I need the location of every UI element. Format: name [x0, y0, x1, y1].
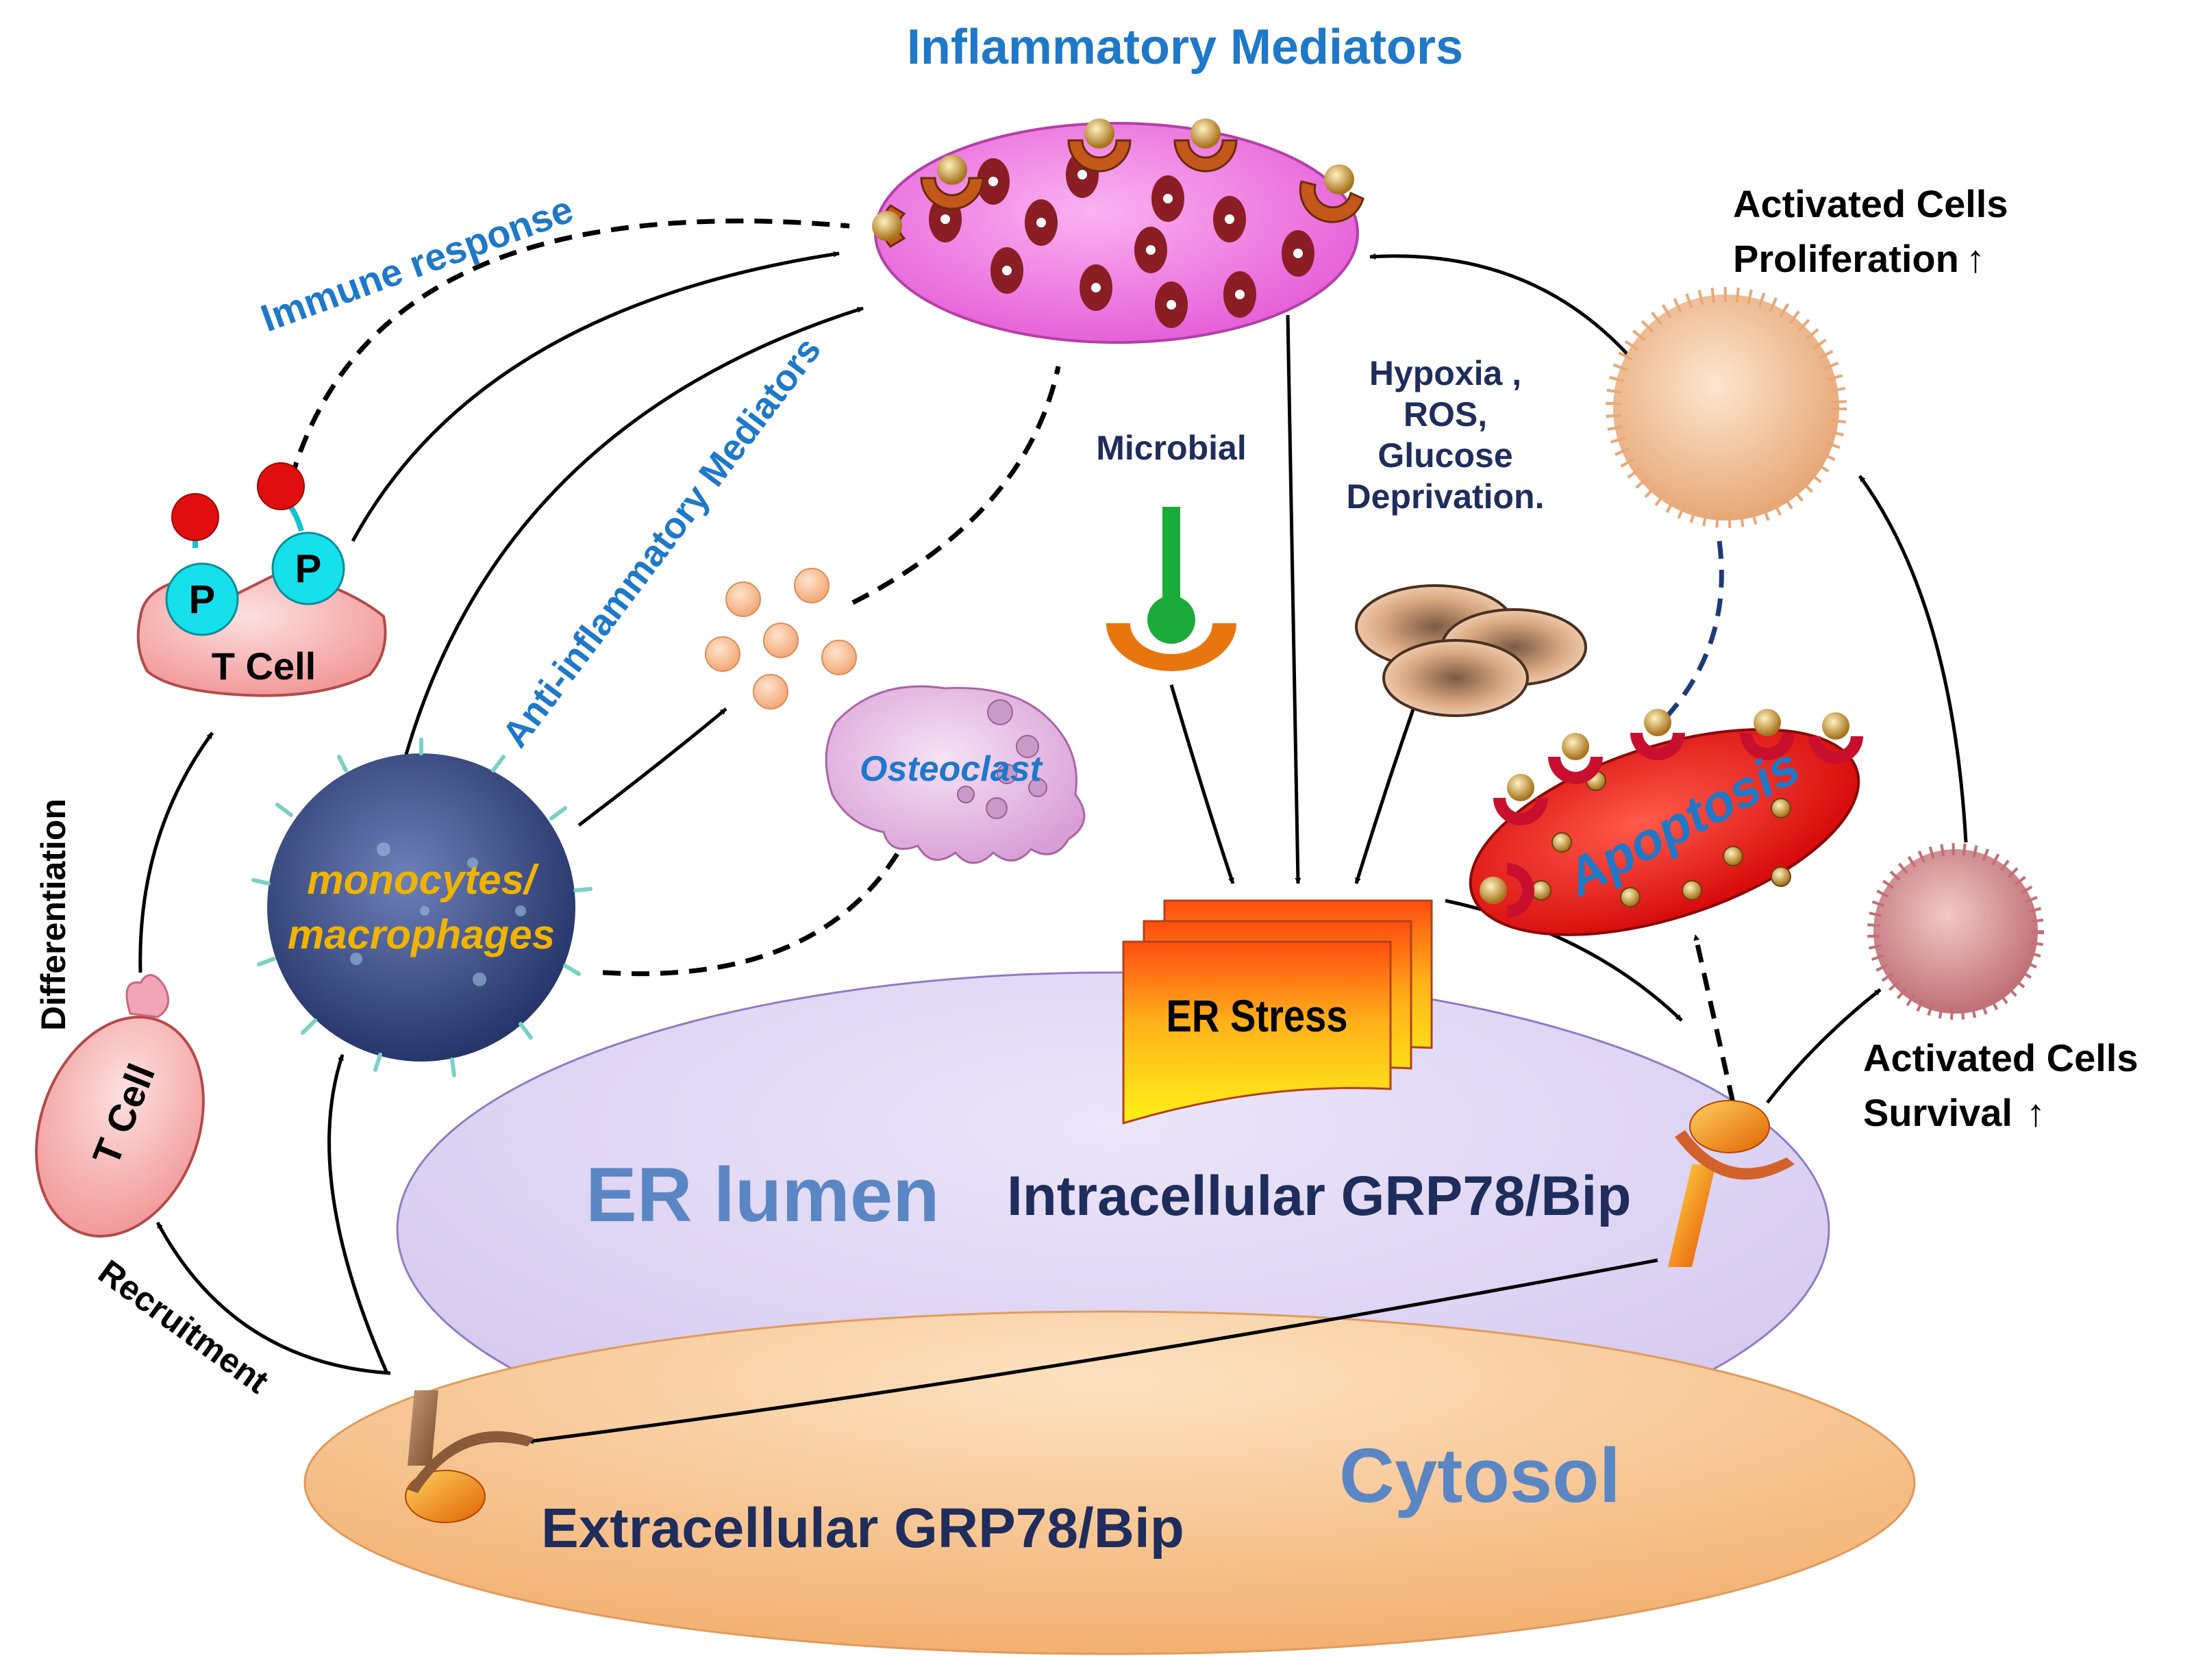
arrow-monocytes-to-particles [577, 707, 727, 827]
phospho-group-icon [271, 531, 345, 605]
arrow-intracellular-to-extracellular [527, 1258, 1658, 1444]
stress-factor-line: Hypoxia , [1369, 354, 1522, 392]
dashed-arrow-immune-response [288, 218, 850, 480]
differentiation-label: Differentiation [34, 799, 73, 1031]
intracellular-grp78-receptor-icon [1668, 1100, 1795, 1267]
cytosol-compartment [303, 1310, 1916, 1655]
receptor-bead-icon [1480, 863, 1534, 918]
t-cell-phosphorylated [136, 462, 387, 697]
receptor-bead-icon [1808, 712, 1863, 764]
activated-cell-proliferation [1606, 287, 1847, 528]
receptor-bead-icon [920, 155, 984, 210]
arrow-microbial-to-erstress [1169, 684, 1235, 884]
receptor-bead-icon [1630, 709, 1685, 760]
t-cell-top-label: T Cell [211, 644, 316, 688]
arrow-recruitment [155, 1221, 391, 1375]
dashed-arrow-particles-to-inflammatory [851, 366, 1061, 605]
activated-survival-line2: Survival [1863, 1091, 2012, 1134]
activated-survival-label: Activated Cells Survival ↑ [1863, 1031, 2185, 1140]
activated-survival-line1: Activated Cells [1863, 1036, 2139, 1079]
arrow-monocytes-to-inflammatory [399, 306, 864, 775]
receptor-bead-icon [1548, 733, 1603, 784]
apoptotic-cell [1469, 709, 1863, 936]
cytosol-label: Cytosol [1339, 1433, 1621, 1518]
arrow-hypoxia-to-erstress [1354, 705, 1417, 884]
extracellular-grp78-label: Extracellular GRP78/Bip [541, 1497, 1184, 1559]
phospho-label-right: P [295, 547, 322, 591]
extracellular-grp78-receptor-icon [405, 1390, 534, 1523]
monocyte-macrophage-cell [251, 738, 593, 1077]
dashed-arrow-monocytes-to-osteoclast [602, 841, 907, 977]
stress-factors-label: Hypoxia , ROS, Glucose Deprivation. [1301, 353, 1589, 517]
activated-proliferation-label: Activated Cells Proliferation↑ [1733, 177, 2117, 286]
intracellular-grp78-label: Intracellular GRP78/Bip [1007, 1165, 1632, 1227]
up-arrow-icon: ↑ [1965, 237, 1985, 280]
er-stress-label: ER Stress [1166, 990, 1348, 1041]
diagram-title: Inflammatory Mediators [906, 20, 1464, 75]
monocytes-label-line1: monocytes/ [307, 857, 539, 903]
arrow-survival-to-proliferation [1858, 475, 1968, 843]
activated-proliferation-line2: Proliferation [1733, 237, 1959, 280]
receptor-bead-icon [872, 204, 906, 248]
arrow-receptor-to-survival [1766, 988, 1882, 1104]
microbial-label: Microbial [1096, 429, 1247, 467]
arrow-proliferation-to-inflammatory [1369, 253, 1645, 375]
er-stress-block [1122, 899, 1433, 1125]
mediator-particles [705, 568, 857, 710]
activated-cell-survival [1867, 843, 2044, 1020]
t-cell-lower [35, 974, 205, 1238]
stress-factor-line: Deprivation. [1346, 477, 1545, 516]
receptor-bead-icon [1493, 774, 1548, 825]
arrow-differentiation [138, 731, 214, 973]
receptor-bead-icon [1173, 118, 1238, 173]
activated-proliferation-line1: Activated Cells [1733, 182, 2008, 225]
stress-factor-line: ROS, [1403, 395, 1488, 434]
phospho-label-left: P [189, 577, 216, 622]
monocytes-label-line2: macrophages [288, 912, 555, 957]
arrow-inflammatory-to-erstress [1286, 314, 1301, 884]
osteoclast-cell [825, 685, 1086, 864]
dashed-arrow-receptor-to-apoptosis [1693, 934, 1736, 1103]
inflammatory-mediator-cell [872, 118, 1364, 344]
immune-response-label: Immune response [255, 187, 579, 340]
receptor-bead-icon [1067, 118, 1132, 173]
hypoxia-cells-icon [1355, 584, 1587, 717]
receptor-bead-icon [1740, 709, 1795, 760]
arrow-extracellular-to-monocytes [327, 1054, 389, 1375]
er-lumen-label: ER lumen [586, 1152, 940, 1238]
up-arrow-icon: ↑ [2025, 1091, 2045, 1134]
arrow-tcell-to-inflammatory [351, 251, 840, 542]
osteoclast-label: Osteoclast [860, 749, 1044, 789]
microbial-receptor-icon [1106, 507, 1236, 671]
phospho-group-icon [165, 562, 239, 636]
receptor-bead-icon [1299, 164, 1364, 223]
stress-factor-line: Glucose [1378, 436, 1513, 475]
dashed-arrow-proliferation-to-apoptosis [1662, 540, 1724, 721]
